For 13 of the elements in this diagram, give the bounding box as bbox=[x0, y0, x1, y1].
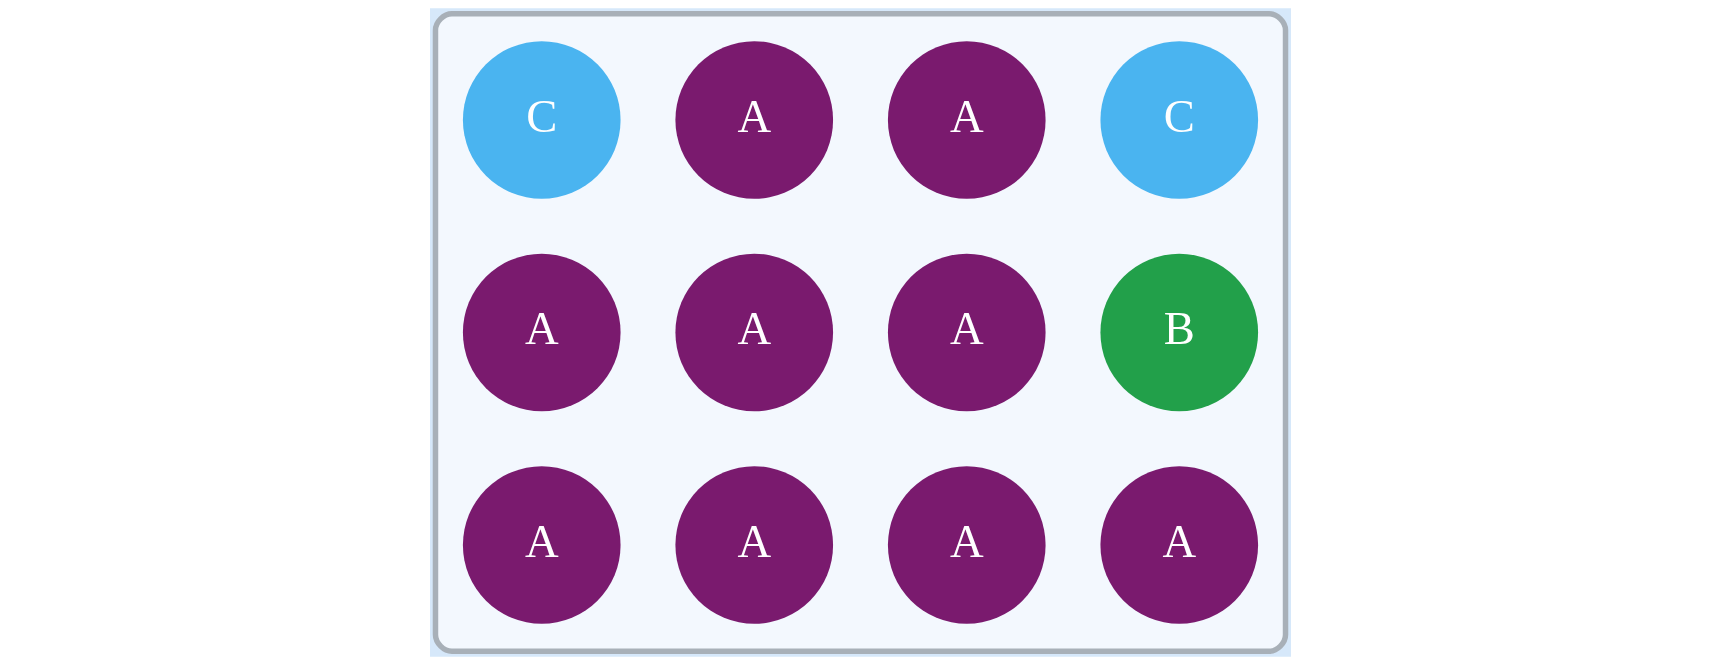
node-circle: A bbox=[887, 41, 1046, 199]
node-circle: A bbox=[674, 41, 833, 199]
node-circle: C bbox=[462, 41, 621, 199]
node-circle: B bbox=[1099, 253, 1258, 412]
cluster bbox=[432, 11, 1288, 654]
node-circle: A bbox=[887, 466, 1046, 624]
node-circle: A bbox=[1099, 466, 1258, 624]
node-circle: A bbox=[887, 253, 1046, 412]
node-circle: A bbox=[674, 253, 833, 412]
node-circle: A bbox=[462, 253, 621, 412]
node-circle: A bbox=[462, 466, 621, 624]
node-circle: C bbox=[1099, 41, 1258, 199]
node-circle: A bbox=[674, 466, 833, 624]
